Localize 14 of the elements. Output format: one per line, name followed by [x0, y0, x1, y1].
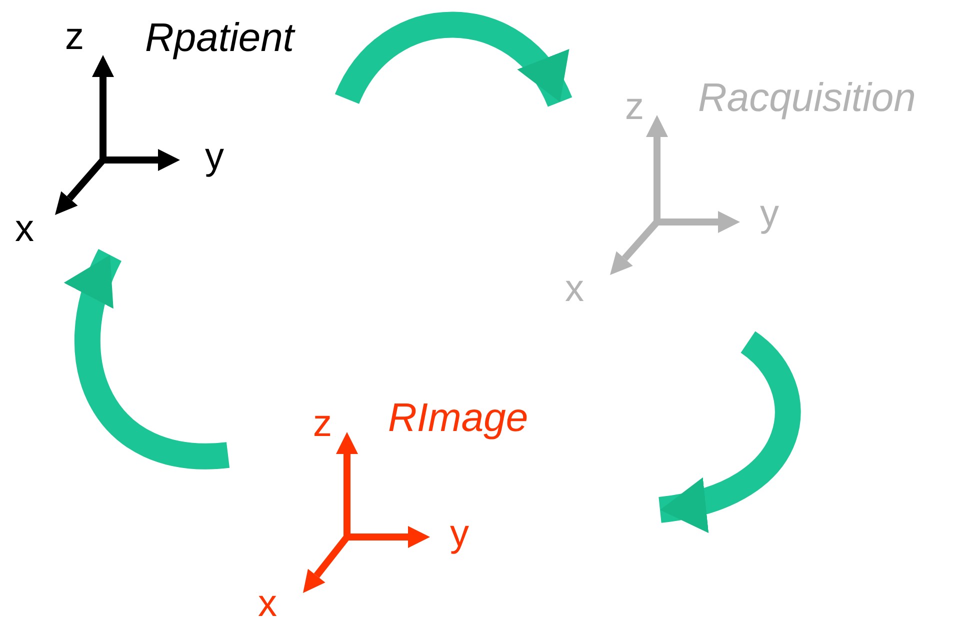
axis-label: y: [450, 515, 469, 553]
axis-label: z: [65, 18, 84, 56]
frame-title: RImage: [388, 398, 528, 438]
axis-label: z: [625, 88, 644, 126]
frame-title: Rpatient: [145, 18, 294, 58]
axis-label: y: [205, 138, 224, 176]
curved-arrow: [66, 250, 229, 470]
axis-label: z: [313, 405, 332, 443]
axis-label: x: [565, 270, 584, 308]
axis-label: y: [760, 195, 779, 233]
curved-arrow: [658, 332, 800, 530]
frame-title: Racquisition: [698, 78, 916, 118]
axis-label: x: [258, 585, 277, 621]
axis-label: x: [15, 210, 34, 248]
